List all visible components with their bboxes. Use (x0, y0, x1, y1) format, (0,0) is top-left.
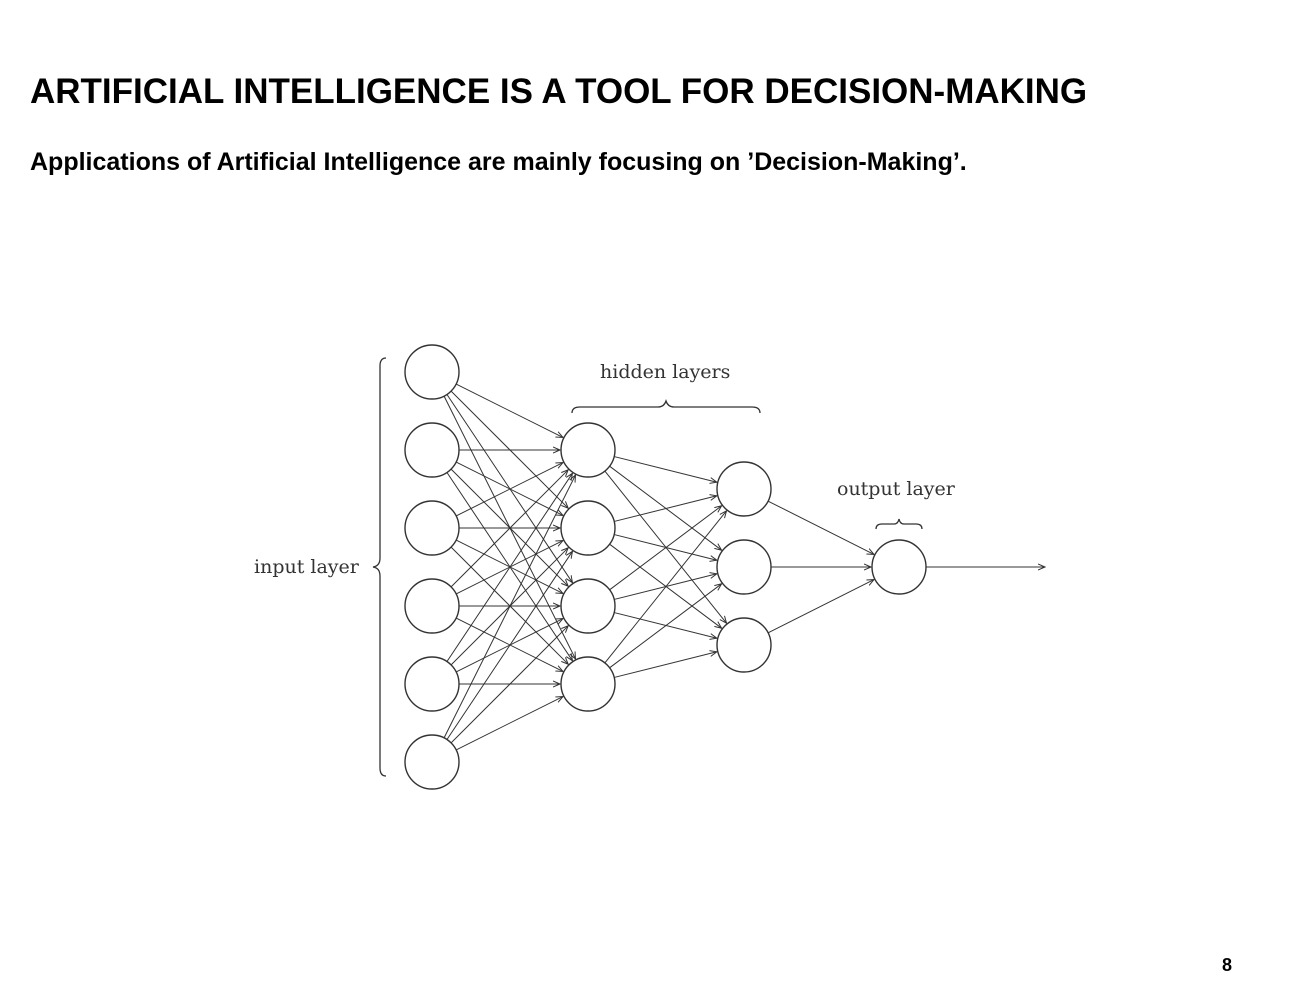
edge-input-1-to-hidden-1-1 (455, 383, 563, 437)
hidden-2-node-3 (716, 617, 772, 673)
input-layer-brace (372, 357, 387, 777)
hidden-1-node-4 (560, 656, 616, 712)
edge-input-5-to-hidden-1-1 (446, 473, 572, 662)
output-node-1 (871, 539, 927, 595)
edge-hidden-1-4-to-hidden-2-2 (609, 584, 722, 669)
hidden-2-node-2 (716, 539, 772, 595)
network-nodes (404, 344, 927, 790)
output-layer-brace (875, 518, 923, 530)
hidden-layers-label: hidden layers (600, 361, 730, 383)
edge-input-6-to-hidden-1-4 (455, 697, 563, 751)
edge-hidden-2-1-to-output-1 (767, 500, 874, 554)
edge-hidden-1-4-to-hidden-2-1 (604, 511, 727, 664)
input-node-5 (404, 656, 460, 712)
edge-hidden-1-3-to-hidden-2-1 (609, 506, 722, 591)
edge-input-6-to-hidden-1-1 (443, 475, 575, 739)
hidden-1-node-1 (560, 422, 616, 478)
input-node-3 (404, 500, 460, 556)
input-layer-label: input layer (254, 556, 360, 578)
edge-input-4-to-hidden-1-1 (450, 470, 568, 588)
output-layer-label: output layer (837, 478, 956, 500)
edge-input-3-to-hidden-1-1 (455, 463, 563, 517)
hidden-1-node-2 (560, 500, 616, 556)
hidden-1-node-3 (560, 578, 616, 634)
edge-hidden-1-1-to-hidden-2-1 (614, 456, 717, 483)
edge-input-6-to-hidden-1-3 (450, 626, 568, 744)
edge-hidden-1-2-to-hidden-2-1 (614, 496, 717, 522)
connection-edges (443, 383, 1045, 751)
input-node-2 (404, 422, 460, 478)
slide-subtitle: Applications of Artificial Intelligence … (30, 148, 967, 176)
edge-input-6-to-hidden-1-2 (446, 551, 572, 740)
slide-title: ARTIFICIAL INTELLIGENCE IS A TOOL FOR DE… (30, 72, 1088, 111)
edge-hidden-1-4-to-hidden-2-3 (614, 652, 717, 678)
edge-hidden-2-3-to-output-1 (767, 580, 874, 634)
input-node-6 (404, 734, 460, 790)
page-number: 8 (1222, 955, 1233, 975)
hidden-2-node-1 (716, 461, 772, 517)
input-node-4 (404, 578, 460, 634)
hidden-layers-brace (571, 398, 761, 414)
input-node-1 (404, 344, 460, 400)
